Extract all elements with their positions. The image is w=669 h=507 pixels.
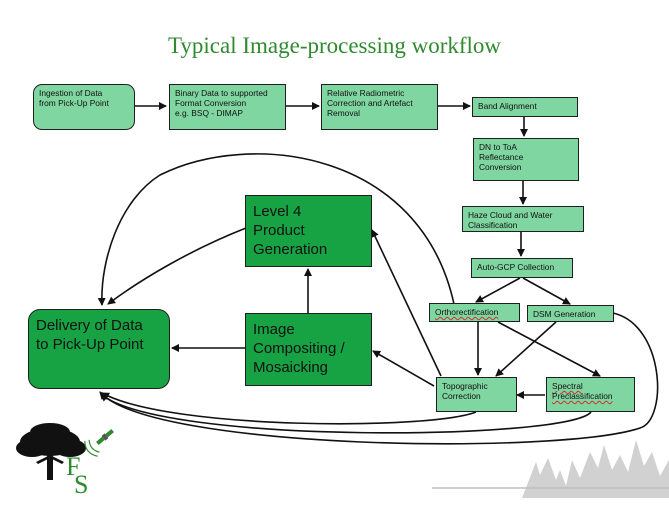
step-spectral-preclassification: Spectral Preclassification bbox=[546, 377, 635, 412]
step-level4-product: Level 4 Product Generation bbox=[245, 195, 372, 267]
arrow-dsm-topo bbox=[495, 321, 557, 377]
step-orthorectification-label: Orthorectification bbox=[435, 307, 499, 317]
step-auto-gcp: Auto-GCP Collection bbox=[471, 258, 573, 278]
step-spectral-preclassification-label: Spectral Preclassification bbox=[552, 381, 613, 401]
arrow-topo-level4 bbox=[371, 229, 442, 377]
arrow-topo-compositing bbox=[372, 350, 435, 387]
arrow-ortho-spectral bbox=[497, 321, 601, 377]
step-orthorectification: Orthorectification bbox=[429, 303, 520, 322]
step-delivery: Delivery of Data to Pick-Up Point bbox=[28, 309, 170, 389]
step-ingestion: Ingestion of Data from Pick-Up Point bbox=[33, 84, 135, 130]
step-haze-classification: Haze Cloud and Water Classification bbox=[462, 206, 584, 232]
logo-letter-s: S bbox=[74, 470, 89, 499]
arrow-spectral-delivery-loop bbox=[100, 393, 592, 434]
arrow-ortho-delivery-arc bbox=[97, 153, 455, 306]
step-image-compositing: Image Compositing / Mosaicking bbox=[245, 313, 372, 386]
arrow-gcp-ortho bbox=[475, 277, 521, 303]
step-dn-to-toa: DN to ToA Reflectance Conversion bbox=[473, 138, 579, 181]
step-binary-conversion: Binary Data to supported Format Conversi… bbox=[169, 84, 286, 130]
step-dsm-generation: DSM Generation bbox=[527, 305, 614, 322]
arrow-dsm-delivery-loop bbox=[99, 312, 659, 445]
step-band-alignment: Band Alignment bbox=[472, 97, 578, 117]
logo-letter-f: F bbox=[66, 452, 81, 481]
arrow-topo-delivery-loop bbox=[101, 392, 477, 425]
slide-title: Typical Image-processing workflow bbox=[167, 33, 502, 58]
step-topographic-correction: Topographic Correction bbox=[436, 377, 517, 412]
arrow-gcp-dsm bbox=[522, 277, 571, 305]
step-radiometric-correction: Relative Radiometric Correction and Arte… bbox=[321, 84, 438, 130]
arrow-level4-delivery bbox=[107, 227, 247, 305]
